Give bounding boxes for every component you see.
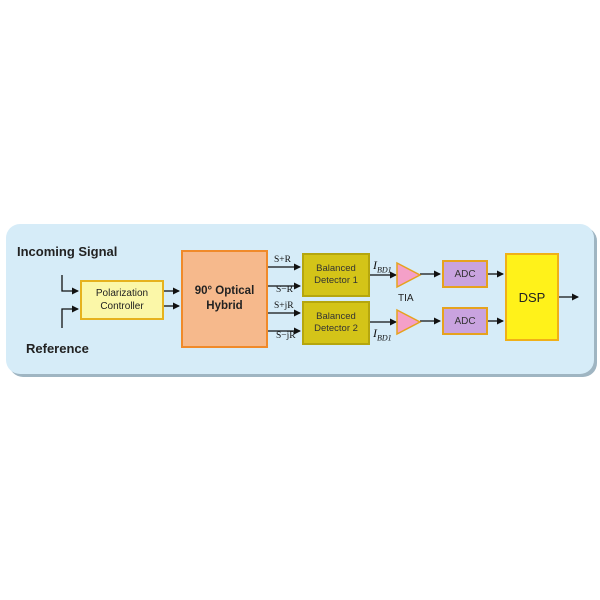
tia-amplifier-1-icon	[396, 261, 422, 289]
balanced-detector-2-label-2: Detector 2	[314, 323, 358, 334]
adc-2-label: ADC	[454, 315, 476, 327]
adc-1-label: ADC	[454, 268, 476, 280]
dsp-block: DSP	[505, 253, 559, 341]
balanced-detector-1-label-2: Detector 1	[314, 275, 358, 286]
tia-amplifier-2-icon	[396, 308, 422, 336]
hybrid-output-label-2: S−R	[276, 285, 293, 295]
hybrid-output-label-4: S−jR	[276, 331, 296, 341]
optical-hybrid-label-1: 90° Optical	[194, 285, 255, 297]
incoming-wire	[61, 275, 79, 295]
adc-1-block: ADC	[442, 260, 488, 288]
adc-2-block: ADC	[442, 307, 488, 335]
optical-hybrid-label-2: Hybrid	[206, 300, 243, 312]
optical-hybrid-block: 90° Optical Hybrid	[181, 250, 268, 348]
dsp-label: DSP	[518, 289, 546, 305]
polarization-controller-block: Polarization Controller	[80, 280, 164, 320]
polarization-controller-label-1: Polarization	[95, 288, 149, 299]
incoming-signal-label: Incoming Signal	[17, 244, 118, 259]
balanced-detector-2-label-1: Balanced	[316, 311, 356, 322]
current-label-top: IBD1	[373, 258, 392, 275]
balanced-detector-1-block: Balanced Detector 1	[302, 253, 370, 297]
hybrid-output-label-3: S+jR	[274, 301, 294, 311]
reference-label: Reference	[26, 341, 89, 356]
reference-wire	[61, 305, 79, 328]
balanced-detector-2-block: Balanced Detector 2	[302, 301, 370, 345]
tia-label: TIA	[398, 293, 414, 304]
polarization-controller-label-2: Controller	[100, 301, 144, 312]
current-label-bottom: IBD1	[373, 326, 392, 343]
hybrid-output-label-1: S+R	[274, 255, 291, 265]
balanced-detector-1-label-1: Balanced	[316, 263, 356, 274]
